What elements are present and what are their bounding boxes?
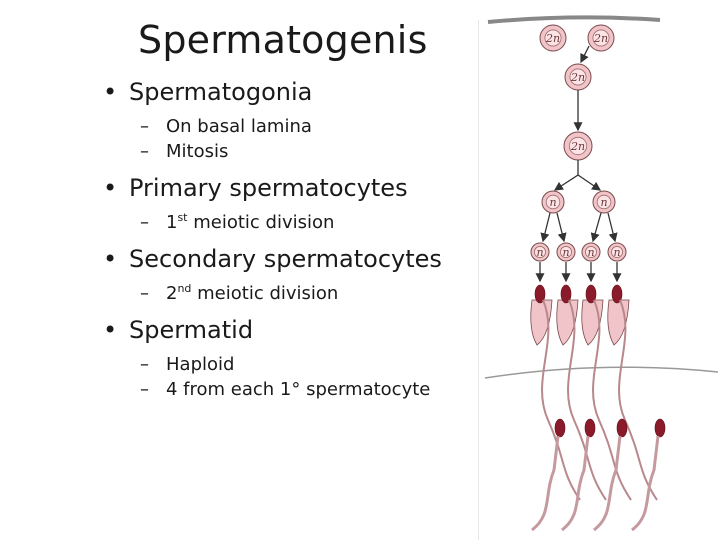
bullet-spermatid: • Spermatid — [103, 316, 483, 344]
elongating-spermatid — [607, 284, 658, 501]
dash-symbol: – — [140, 354, 149, 375]
ordinal-number: 2 — [166, 283, 178, 304]
sub-on-basal-lamina: – On basal lamina — [140, 116, 483, 137]
bullet-symbol: • — [103, 174, 118, 202]
ordinal-suffix: st — [177, 211, 188, 224]
spermatogenesis-diagram: 2n 2n 2n 2n n n n n n n — [478, 15, 719, 540]
sub-text: Haploid — [166, 354, 235, 375]
cell-ploidy-label: n — [536, 246, 543, 259]
lumen-membrane — [484, 366, 719, 379]
sub-text-rest: meiotic division — [187, 212, 335, 233]
sub-text: 1st meiotic division — [140, 212, 483, 233]
cell-ploidy-label: 2n — [570, 140, 585, 153]
sub-text: 2nd meiotic division — [140, 283, 483, 304]
ordinal-suffix: nd — [177, 282, 192, 295]
bullet-list: • Spermatogonia – On basal lamina – Mito… — [103, 78, 483, 400]
sub-text: Mitosis — [166, 141, 229, 162]
bullet-primary-spermatocytes: • Primary spermatocytes — [103, 174, 483, 202]
dash-symbol: – — [140, 212, 149, 233]
sub-first-meiotic-division: – 1st meiotic division — [140, 212, 483, 233]
sub-four-from-each: – 4 from each 1° spermatocyte — [140, 379, 483, 400]
bullet-text: Spermatid — [129, 316, 254, 344]
mature-sperm — [631, 418, 666, 532]
cell-ploidy-label: 2n — [593, 32, 608, 45]
primary-spermatocyte-cell: 2n — [563, 131, 593, 161]
arrow — [553, 160, 579, 191]
sub-text: On basal lamina — [166, 116, 312, 137]
sub-haploid: – Haploid — [140, 354, 483, 375]
cell-ploidy-label: n — [613, 246, 620, 259]
bullet-symbol: • — [103, 316, 118, 344]
dash-symbol: – — [140, 379, 149, 400]
bullet-secondary-spermatocytes: • Secondary spermatocytes — [103, 245, 483, 273]
secondary-spermatocyte-cell: n — [541, 190, 565, 214]
spermatid-cell: n — [530, 242, 550, 262]
spermatogonium-cell: 2n — [564, 63, 592, 91]
arrow — [540, 212, 551, 243]
sub-mitosis: – Mitosis — [140, 141, 483, 162]
secondary-spermatocyte-cell: n — [592, 190, 616, 214]
sub-second-meiotic-division: – 2nd meiotic division — [140, 283, 483, 304]
dash-symbol: – — [140, 283, 149, 304]
cell-ploidy-label: n — [600, 196, 607, 209]
mature-sperm — [561, 418, 596, 532]
arrow — [590, 212, 602, 243]
cell-ploidy-label: n — [562, 246, 569, 259]
bullet-text: Secondary spermatocytes — [129, 245, 442, 273]
elongating-spermatid — [530, 284, 581, 501]
bullet-text: Spermatogonia — [129, 78, 313, 106]
spermatid-cell: n — [556, 242, 576, 262]
elongating-spermatid — [556, 284, 607, 501]
bullet-spermatogonia: • Spermatogonia — [103, 78, 483, 106]
dash-symbol: – — [140, 141, 149, 162]
arrow — [577, 174, 602, 191]
spermatid-cell: n — [607, 242, 627, 262]
cell-ploidy-label: 2n — [570, 71, 585, 84]
bullet-symbol: • — [103, 245, 118, 273]
cell-ploidy-label: n — [587, 246, 594, 259]
arrow — [580, 45, 590, 64]
ordinal-number: 1 — [166, 212, 178, 233]
cell-ploidy-label: 2n — [545, 32, 560, 45]
cell-ploidy-label: n — [549, 196, 556, 209]
bullet-symbol: • — [103, 78, 118, 106]
spermatid-cell: n — [581, 242, 601, 262]
dash-symbol: – — [140, 116, 149, 137]
arrow — [607, 212, 618, 243]
basal-lamina — [487, 15, 661, 24]
spermatogonium-cell: 2n — [587, 24, 615, 52]
sub-text: 4 from each 1° spermatocyte — [166, 379, 431, 400]
mature-sperm — [531, 418, 566, 532]
arrow — [556, 212, 567, 243]
sub-text-rest: meiotic division — [191, 283, 339, 304]
slide-title: Spermatogenis — [138, 18, 428, 62]
bullet-text: Primary spermatocytes — [129, 174, 408, 202]
mature-sperm — [593, 418, 628, 532]
spermatogonium-cell: 2n — [539, 24, 567, 52]
elongating-spermatid — [581, 284, 632, 501]
